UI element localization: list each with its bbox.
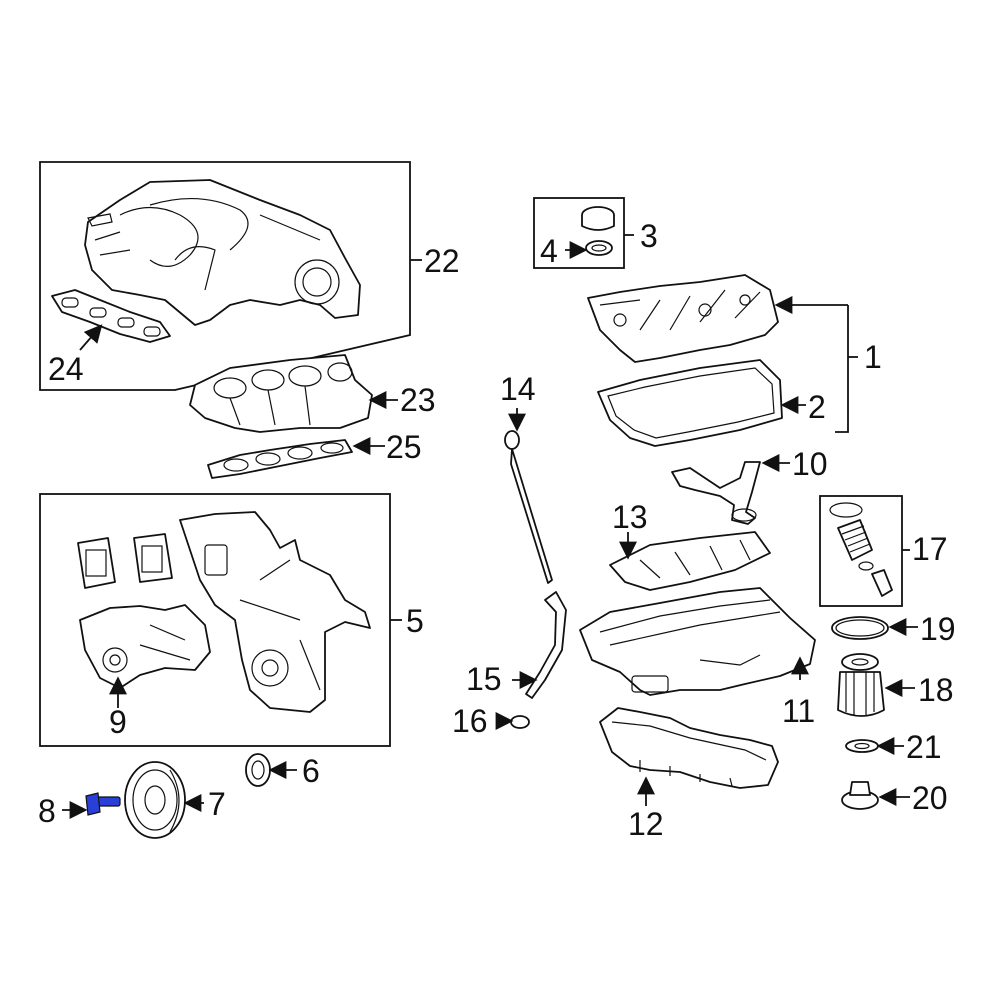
- callout-5: 5: [406, 603, 424, 639]
- part-6-seal[interactable]: [245, 753, 271, 787]
- part-4-oring[interactable]: [585, 240, 613, 256]
- part-5-timing-cover[interactable]: [179, 511, 371, 713]
- part-8-bolt[interactable]: [85, 792, 121, 816]
- callout-21: 21: [906, 729, 942, 765]
- callout-25: 25: [386, 429, 422, 465]
- callout-16: 16: [452, 703, 488, 739]
- part-9-water-pump[interactable]: [79, 604, 211, 689]
- part-18-filter-cap[interactable]: [837, 653, 885, 717]
- part-19-oring[interactable]: [831, 616, 889, 640]
- part-12-lower-oil-pan[interactable]: [599, 707, 779, 789]
- part-3-oil-cap[interactable]: [581, 206, 615, 231]
- callout-9: 9: [109, 704, 127, 740]
- callout-11: 11: [782, 693, 815, 729]
- part-15-dipstick-guide[interactable]: [525, 591, 567, 699]
- callout-22: 22: [424, 243, 460, 279]
- callout-24: 24: [48, 351, 84, 387]
- callout-2: 2: [808, 389, 826, 425]
- callout-15: 15: [466, 661, 502, 697]
- callout-13: 13: [612, 499, 648, 535]
- part-7-pulley[interactable]: [124, 761, 186, 839]
- callout-20: 20: [912, 780, 948, 816]
- part-2-gasket[interactable]: [597, 359, 783, 447]
- part-21-washer[interactable]: [845, 739, 879, 753]
- callout-10: 10: [792, 446, 828, 482]
- callout-14: 14: [500, 371, 536, 407]
- callout-23: 23: [400, 382, 436, 418]
- group-box-17: [819, 495, 903, 607]
- callout-3: 3: [640, 218, 658, 254]
- callout-6: 6: [302, 753, 320, 789]
- callout-1: 1: [864, 339, 882, 375]
- part-25-gasket[interactable]: [207, 439, 353, 479]
- part-5-gasket-b[interactable]: [133, 533, 173, 583]
- callout-8: 8: [38, 793, 56, 829]
- group-box-3: [533, 197, 625, 269]
- part-20-drain-plug[interactable]: [841, 781, 879, 810]
- callout-4: 4: [540, 233, 558, 269]
- part-17-oil-filter-element[interactable]: [829, 502, 893, 597]
- part-16-oring[interactable]: [510, 715, 530, 729]
- part-24-gasket[interactable]: [51, 289, 171, 343]
- callout-7: 7: [208, 786, 226, 822]
- part-22-intake-manifold[interactable]: [84, 179, 361, 326]
- part-14-dipstick[interactable]: [504, 430, 553, 584]
- part-23-lower-intake[interactable]: [189, 354, 373, 433]
- part-11-upper-oil-pan[interactable]: [579, 587, 816, 696]
- part-10-oil-strainer[interactable]: [671, 461, 761, 525]
- part-1-valve-cover[interactable]: [587, 274, 779, 363]
- callout-17: 17: [912, 531, 948, 567]
- callout-18: 18: [918, 672, 954, 708]
- callout-12: 12: [628, 806, 664, 842]
- part-5-gasket-a[interactable]: [77, 537, 116, 589]
- callout-19: 19: [920, 611, 956, 647]
- part-13-baffle[interactable]: [609, 531, 771, 591]
